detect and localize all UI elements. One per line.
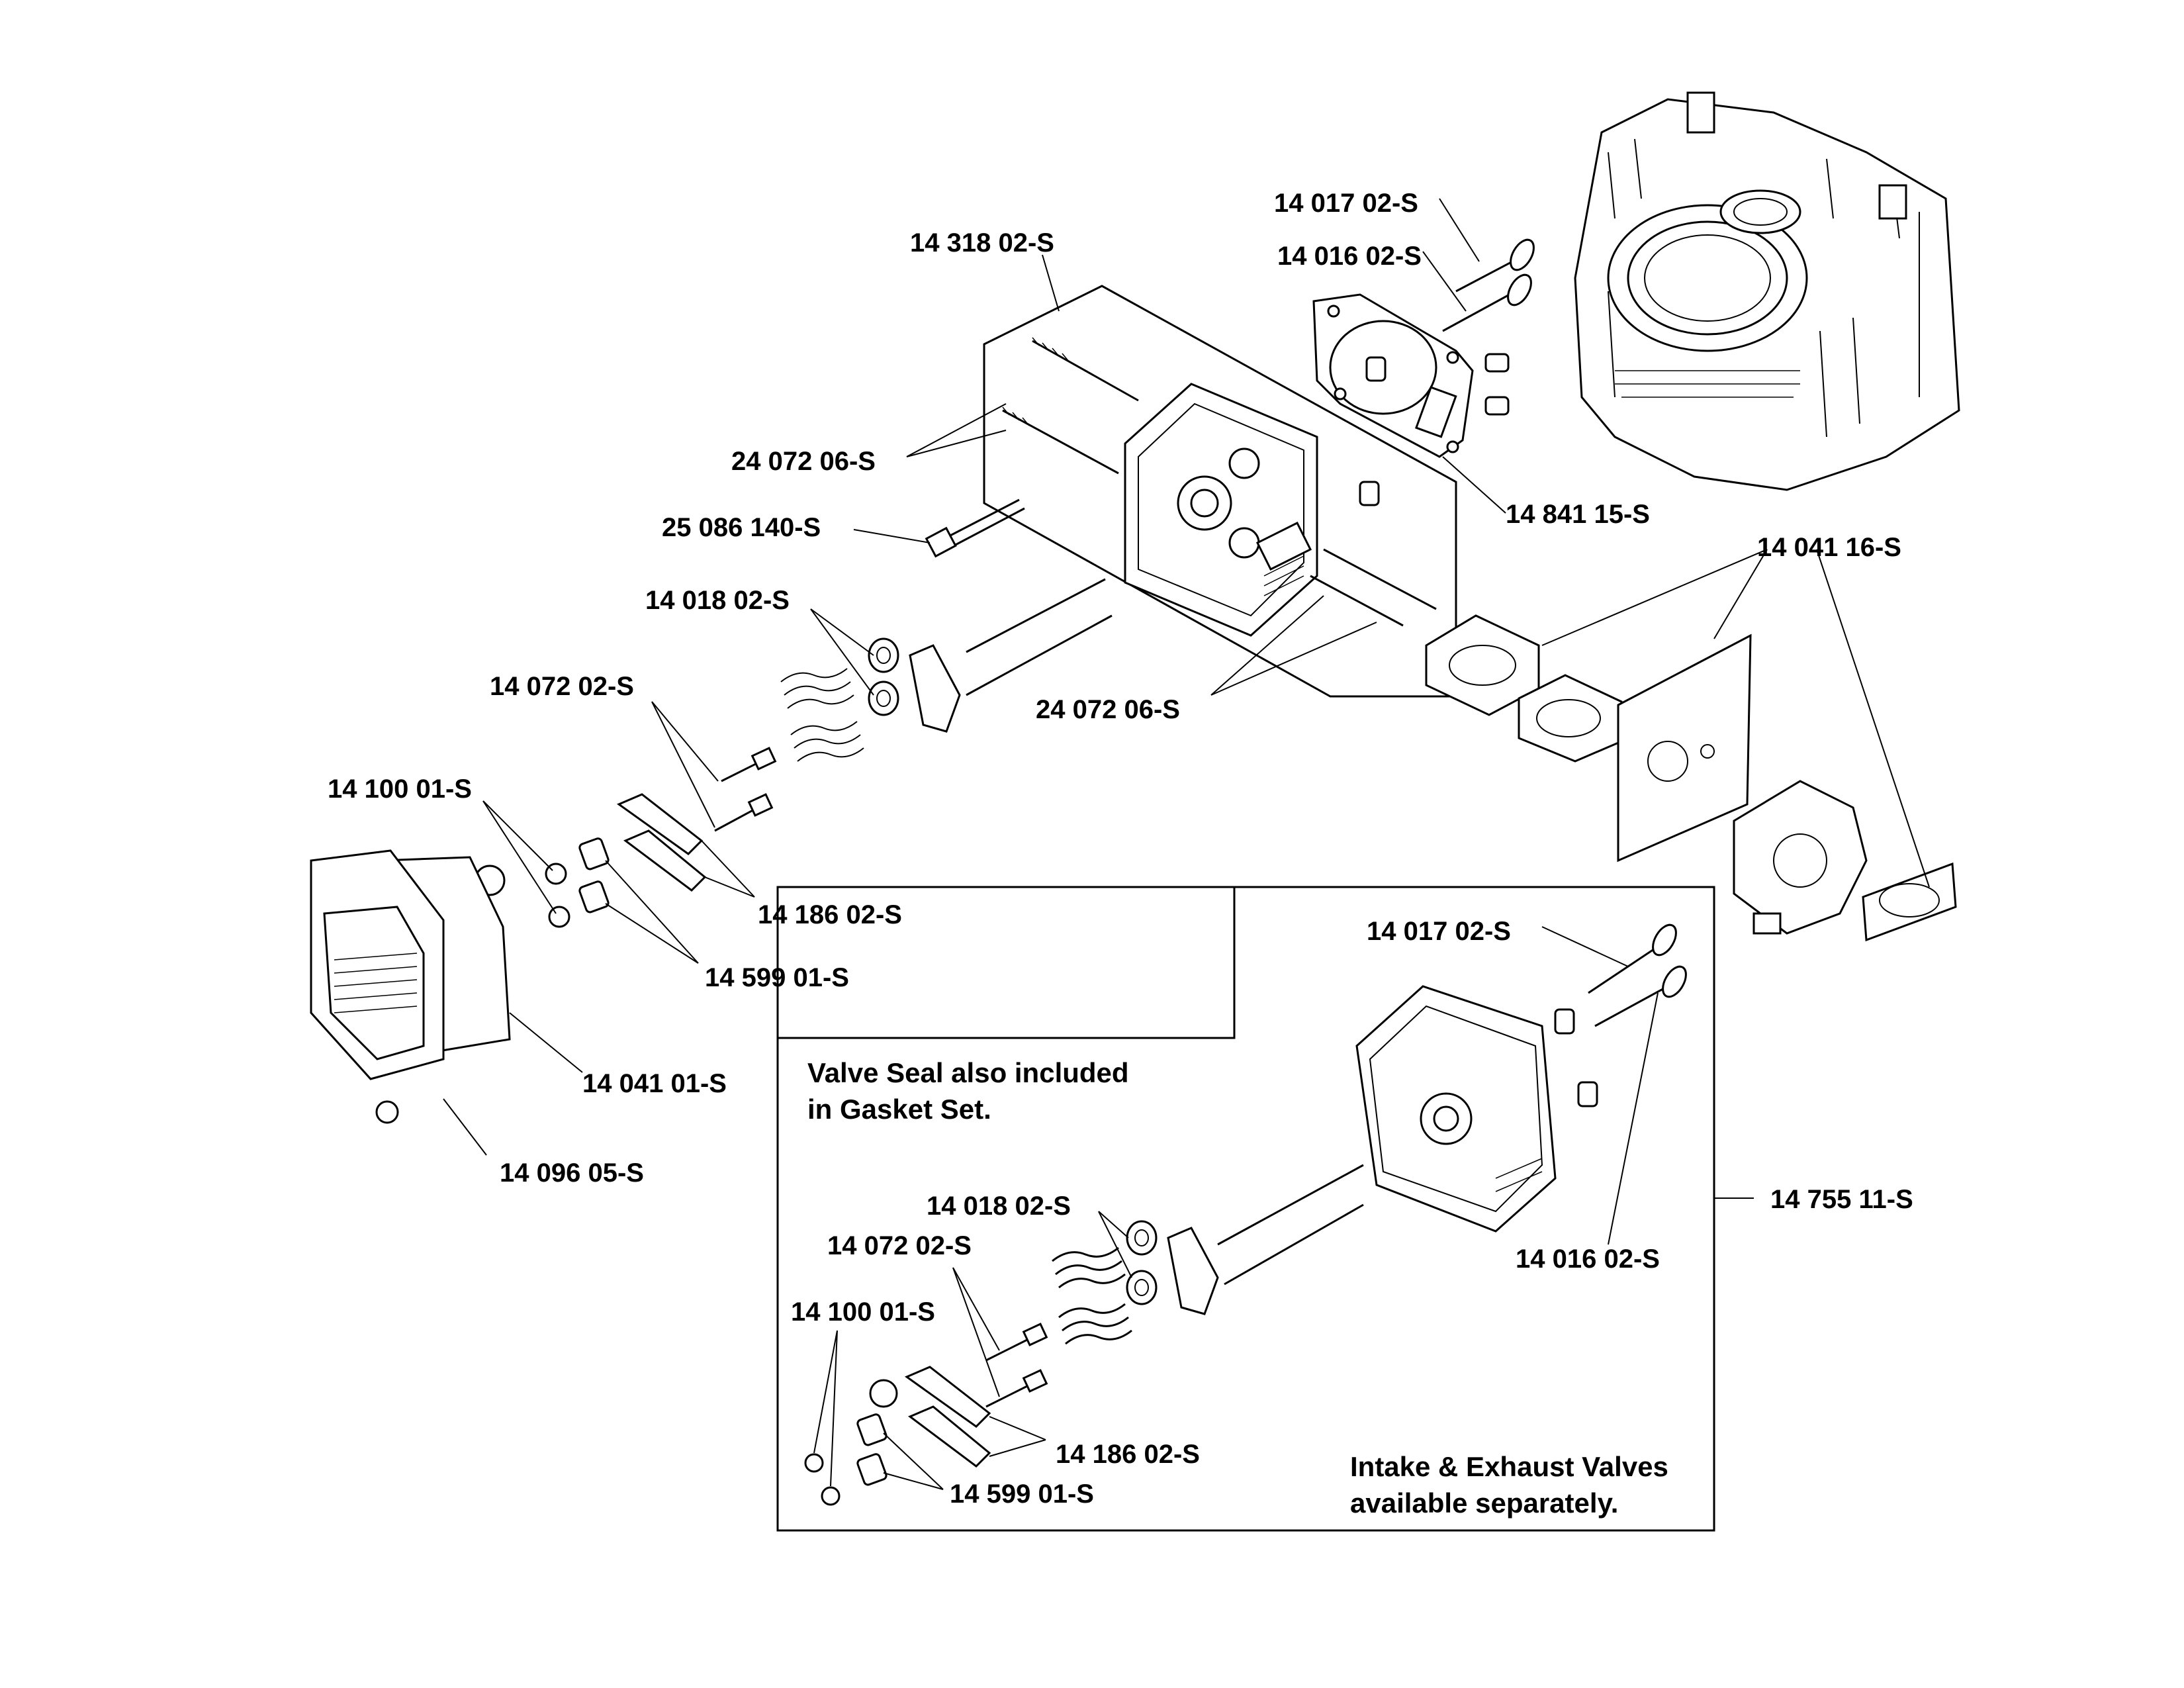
seals-plate-kit [1126, 1220, 1219, 1315]
cylinder-head-kit-icon [1355, 985, 1598, 1233]
carburetor-icon [1733, 780, 1868, 935]
label-cover-screw: 14 096 05-S [500, 1158, 644, 1188]
pivots-nuts-upper [474, 837, 610, 928]
bolt-icon [925, 498, 1025, 558]
label-pushrod-guide-kit: 14 072 02-S [827, 1231, 972, 1260]
label-intake-valve-upper: 14 017 02-S [1274, 189, 1418, 218]
label-rocker-upper: 14 186 02-S [758, 900, 902, 929]
label-head-gasket: 14 841 15-S [1506, 500, 1650, 529]
label-intake-valve-kit: 14 017 02-S [1367, 917, 1511, 946]
pushrods-upper [966, 578, 1113, 696]
note-valves-line1: Intake & Exhaust Valves [1350, 1451, 1668, 1482]
springs-kit [1052, 1246, 1132, 1345]
guides-upper [714, 747, 777, 832]
pushrods-kit [1217, 1164, 1364, 1286]
long-studs-upper [1002, 337, 1437, 627]
pivots-nuts-kit [804, 1379, 898, 1506]
head-gasket-icon [1312, 293, 1474, 506]
label-valve-seal-upper: 14 018 02-S [645, 586, 790, 615]
label-nut-kit: 14 100 01-S [791, 1297, 935, 1327]
note-valve-seal-line1: Valve Seal also included [807, 1057, 1129, 1088]
valve-cover-icon [310, 849, 511, 1124]
label-intake-gaskets: 14 041 16-S [1757, 533, 1901, 562]
label-exhaust-valve-upper: 14 016 02-S [1277, 242, 1422, 271]
label-exhaust-valve-kit: 14 016 02-S [1516, 1244, 1660, 1274]
leader-lines [443, 198, 1930, 1490]
kit-box-outline [776, 886, 1715, 1532]
label-stud-lower: 24 072 06-S [1036, 695, 1180, 724]
intake-gaskets-icon [1425, 614, 1957, 942]
valve-kit-icons [1588, 923, 1687, 1027]
label-stud-upper: 24 072 06-S [731, 447, 876, 476]
label-valve-seal-kit: 14 018 02-S [927, 1192, 1071, 1221]
springs-upper [780, 668, 864, 762]
engine-block-icon [1574, 91, 1960, 491]
label-cover-gasket: 14 041 01-S [582, 1069, 727, 1098]
cylinder-head-icon [1124, 383, 1318, 637]
rockers-upper [616, 793, 707, 892]
seals-plate-upper [868, 637, 961, 733]
note-valve-seal-line2: in Gasket Set. [807, 1094, 991, 1125]
label-pivot-kit: 14 599 01-S [950, 1479, 1094, 1509]
guides-kit [985, 1323, 1048, 1408]
label-rocker-kit: 14 186 02-S [1056, 1440, 1200, 1469]
valve-upper-icons [1442, 238, 1535, 416]
label-bolt: 25 086 140-S [662, 513, 821, 542]
label-nut-upper: 14 100 01-S [328, 774, 472, 804]
label-cyl-head-assy: 14 318 02-S [910, 228, 1054, 258]
label-kit: 14 755 11-S [1770, 1185, 1913, 1214]
rockers-kit [904, 1366, 991, 1468]
label-pushrod-guide-upper: 14 072 02-S [490, 672, 634, 701]
label-pivot-upper: 14 599 01-S [705, 963, 849, 992]
note-valves-line2: available separately. [1350, 1487, 1618, 1519]
